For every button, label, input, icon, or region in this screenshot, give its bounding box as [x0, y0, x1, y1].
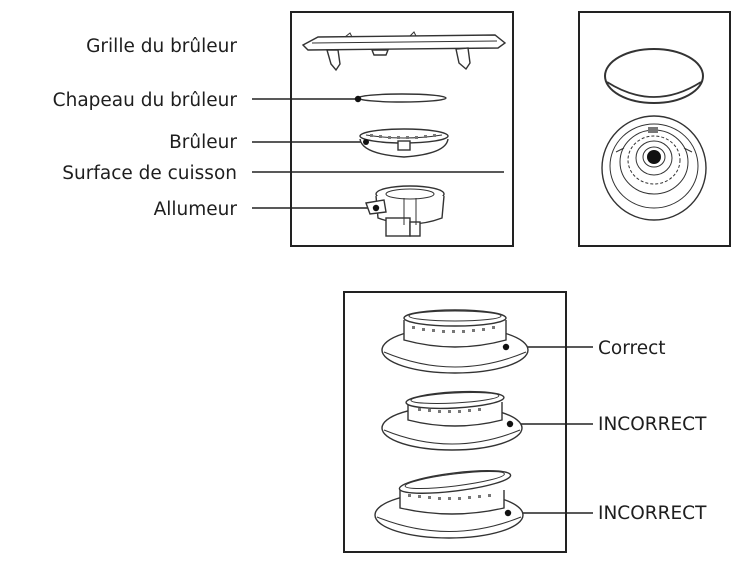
- placement-check-panel: Correct INCORRECT INCORRECT: [343, 291, 707, 553]
- burner-cap-top-view: [604, 48, 704, 104]
- igniter-drawing: [365, 185, 445, 237]
- label-cooktop: Surface de cuisson: [62, 163, 237, 184]
- burner-drawing: [359, 128, 449, 158]
- assembled-view-panel: [578, 11, 731, 247]
- assembled-view-frame: [578, 11, 731, 247]
- burner-incorrect-2-drawing: [374, 470, 524, 539]
- label-burner: Brûleur: [169, 132, 237, 153]
- exploded-view-panel: Grille du brûleur Chapeau du brûleur Brû…: [53, 11, 514, 247]
- burner-grate-drawing: [301, 31, 507, 72]
- label-burner-grate: Grille du brûleur: [86, 36, 237, 57]
- label-incorrect-2: INCORRECT: [598, 503, 707, 524]
- label-correct: Correct: [598, 338, 666, 359]
- burner-top-view: [601, 115, 707, 221]
- placement-check-frame: [343, 291, 567, 553]
- burner-incorrect-1-drawing: [381, 390, 523, 451]
- exploded-view-frame: [290, 11, 514, 247]
- label-incorrect-1: INCORRECT: [598, 414, 707, 435]
- label-igniter: Allumeur: [154, 199, 238, 220]
- label-burner-cap: Chapeau du brûleur: [53, 90, 238, 111]
- burner-correct-drawing: [381, 309, 529, 374]
- burner-cap-drawing: [354, 93, 447, 103]
